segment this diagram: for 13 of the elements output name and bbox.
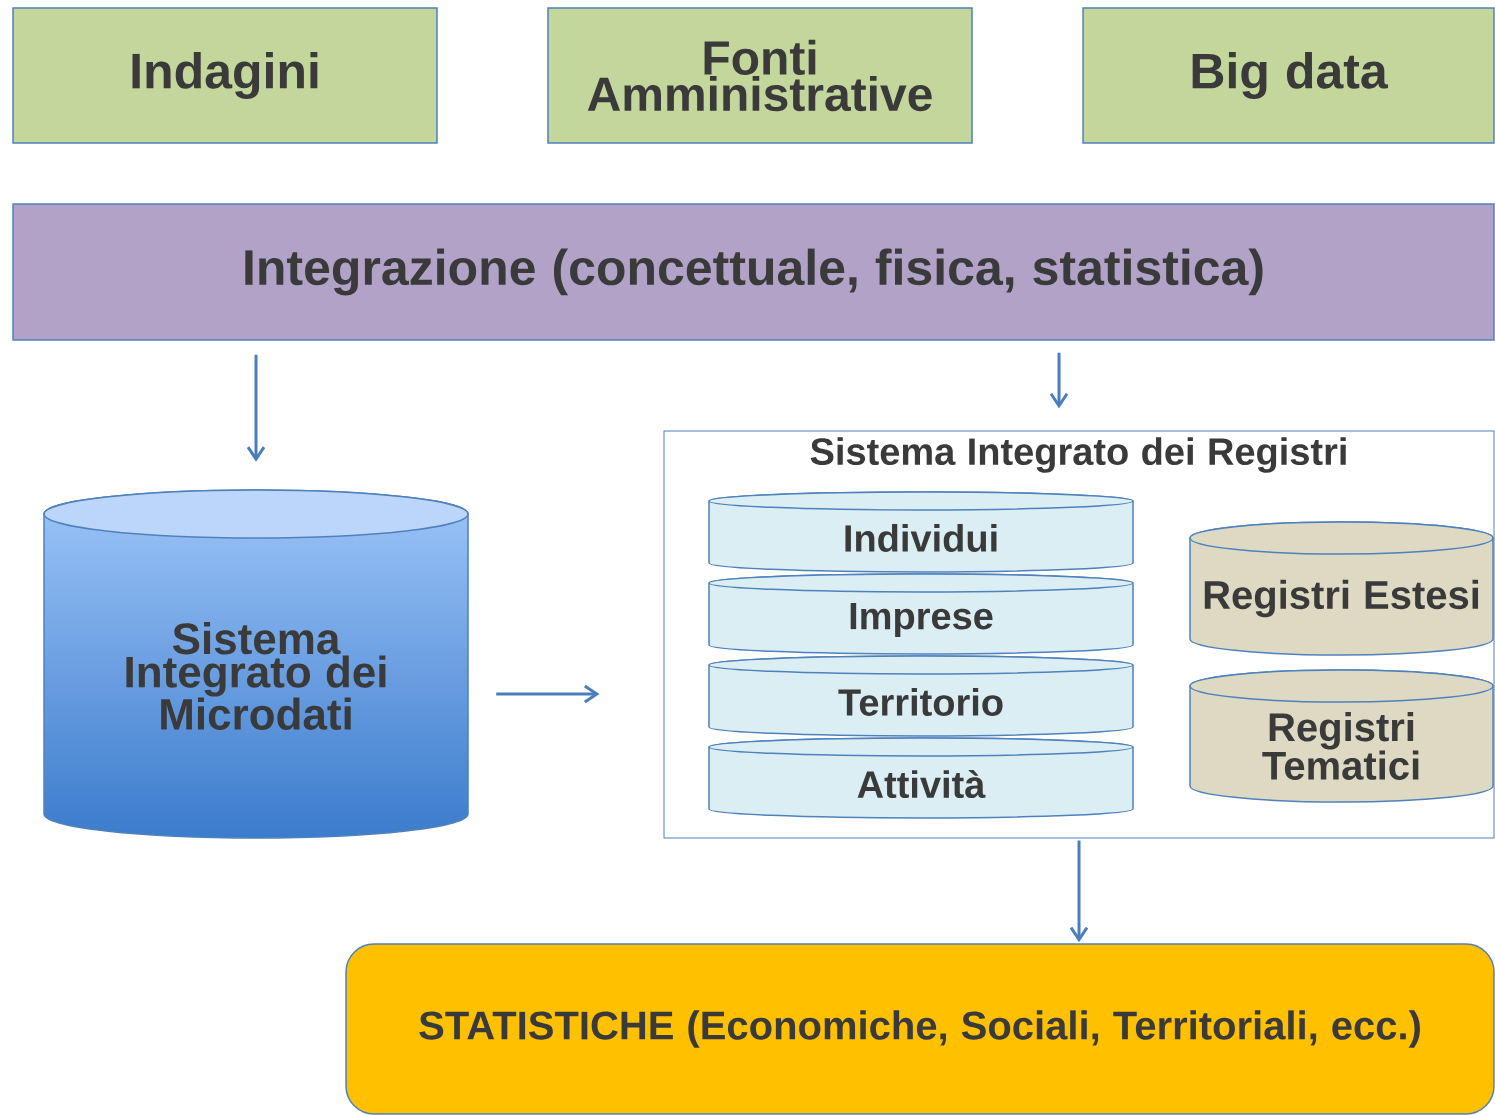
source-box: Fonti Amministrative xyxy=(547,7,973,144)
source-box: Big data xyxy=(1082,7,1495,144)
integration-band: Integrazione (concettuale, fisica, statistica) xyxy=(12,203,1495,341)
registry-cylinder: Registri Estesi xyxy=(1189,521,1494,656)
arrow xyxy=(496,684,600,704)
source-box: Indagini xyxy=(12,7,438,144)
registry-cylinder: Registri Tematici xyxy=(1189,669,1494,803)
statistics-box: STATISTICHE (Economiche, Sociali, Territoriali, ecc.) xyxy=(345,943,1495,1115)
database-cylinder: Sistema Integrato dei Microdati xyxy=(43,489,469,839)
arrow xyxy=(1049,352,1069,409)
arrow xyxy=(246,354,266,462)
arrow xyxy=(1069,840,1089,943)
registry-cylinder: Attività xyxy=(708,737,1134,819)
